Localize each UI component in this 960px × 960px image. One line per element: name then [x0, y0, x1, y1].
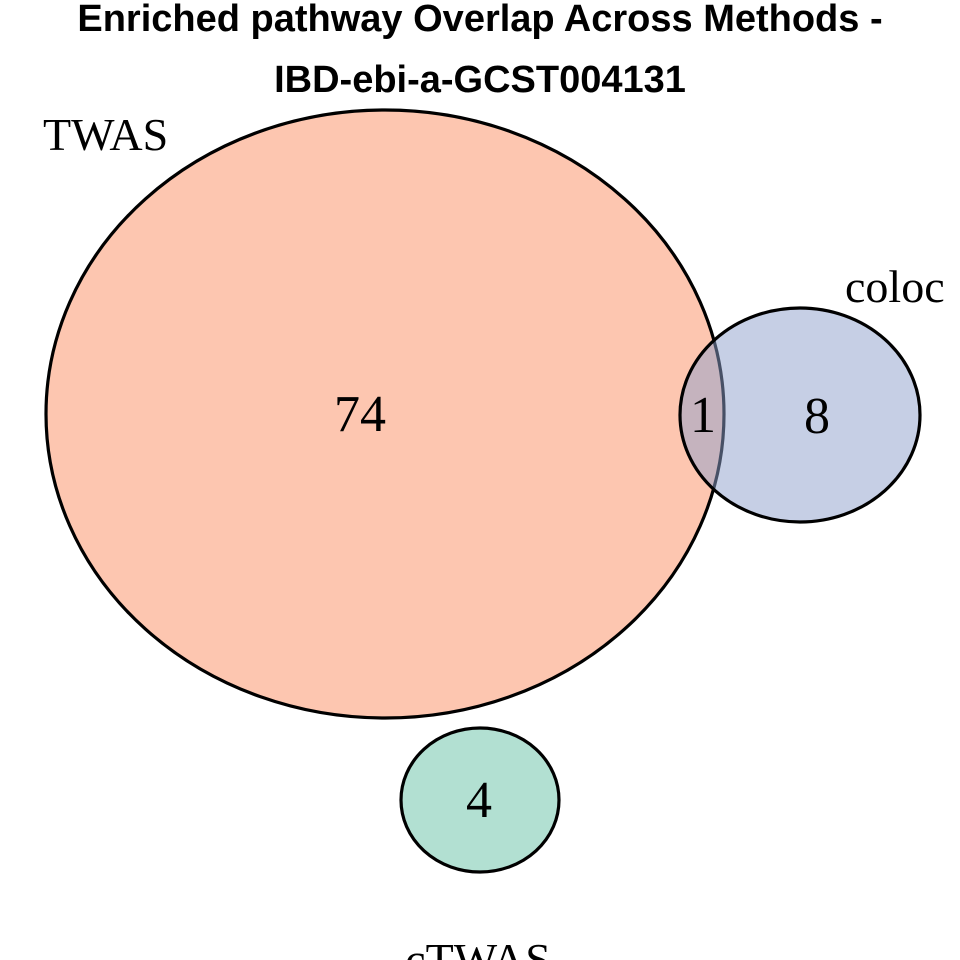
region-count-ctwas-only: 4 [466, 772, 492, 829]
region-count-twas-only: 74 [334, 386, 386, 443]
set-label-ctwas: cTWAS [405, 934, 551, 960]
set-label-coloc: coloc [845, 261, 945, 312]
chart-title-line1: Enriched pathway Overlap Across Methods … [77, 0, 882, 40]
set-label-twas: TWAS [43, 109, 168, 160]
venn-circle-ctwas [399, 726, 561, 874]
venn-circle-coloc [678, 306, 922, 524]
region-count-coloc-only: 8 [804, 388, 830, 445]
region-count-twas-coloc-overlap: 1 [690, 387, 716, 444]
chart-title-line2: IBD-ebi-a-GCST004131 [274, 59, 686, 101]
